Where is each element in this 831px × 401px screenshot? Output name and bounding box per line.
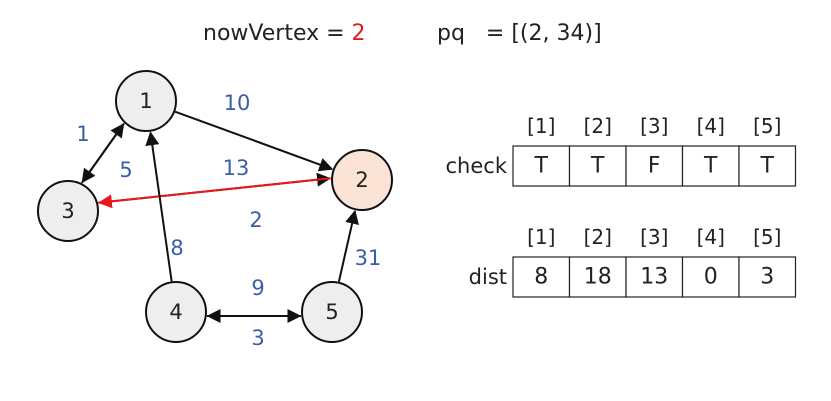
dist-index-label: [4]: [697, 225, 725, 249]
check-cell-value: T: [703, 154, 718, 179]
graph-edge-weights: 10 1 5 13 2 8 31 9 3: [76, 91, 381, 350]
dist-index-label: [1]: [527, 225, 555, 249]
node-circle: [301, 281, 363, 343]
check-cell-value: T: [534, 154, 549, 179]
check-index-label: [5]: [753, 114, 781, 138]
edge-weight-4-to-5: 3: [251, 326, 264, 350]
node-label: 4: [169, 300, 182, 324]
node-circle: [37, 180, 99, 242]
check-cell: [681, 145, 740, 187]
node-circle: [145, 281, 207, 343]
dist-index-label: [2]: [584, 225, 612, 249]
node-1: 1: [115, 70, 177, 132]
dist-cell: [681, 256, 740, 298]
edge-weight-1-to-3: 5: [119, 158, 132, 182]
edge-1-to-3: [81, 122, 125, 184]
dist-cell: [625, 256, 684, 298]
edge-weight-5-to-4: 9: [251, 276, 264, 300]
check-cell: [625, 145, 684, 187]
edge-weight-4-to-1: 8: [170, 236, 183, 260]
check-cell-value: T: [590, 154, 605, 179]
check-cell-value: F: [648, 154, 661, 179]
graph-nodes: 1 2 3 4 5: [37, 70, 393, 343]
edge-weight-3-to-1: 1: [76, 122, 89, 146]
check-index-label: [3]: [640, 114, 668, 138]
dist-cell-value: 3: [760, 265, 774, 290]
graph-edges: [81, 110, 359, 323]
node-2: 2: [331, 149, 393, 211]
check-cell: [512, 145, 571, 187]
now-vertex-value: 2: [352, 21, 366, 46]
node-label: 2: [355, 168, 368, 192]
header-pq: pq = [(2, 34)]: [437, 21, 602, 46]
check-index-label: [2]: [584, 114, 612, 138]
edge-1-to-2: [174, 110, 334, 172]
node-3: 3: [37, 180, 99, 242]
dist-cell-value: 0: [704, 265, 718, 290]
dist-index-label: [3]: [640, 225, 668, 249]
now-vertex-label: nowVertex =: [203, 21, 352, 46]
edge-weight-1-to-2: 10: [224, 91, 251, 115]
dist-cell: [738, 256, 797, 298]
edge-4-to-1: [145, 131, 173, 282]
node-circle: [115, 70, 177, 132]
node-5: 5: [301, 281, 363, 343]
dist-cell: [568, 256, 627, 298]
header-now-vertex: nowVertex = 2: [203, 21, 366, 46]
edge-weight-5-to-2: 31: [355, 246, 382, 270]
check-table: check [1] T [2] T [3] F [4] T [5] T: [446, 114, 797, 187]
edge-weight-3-to-2: 13: [223, 156, 250, 180]
node-label: 1: [139, 89, 152, 113]
dist-index-label: [5]: [753, 225, 781, 249]
dist-cell-value: 8: [534, 265, 548, 290]
node-4: 4: [145, 281, 207, 343]
dist-cell-value: 13: [640, 265, 668, 290]
check-index-label: [1]: [527, 114, 555, 138]
dist-table: dist [1] 8 [2] 18 [3] 13 [4] 0 [5] 3: [469, 225, 797, 298]
check-index-label: [4]: [697, 114, 725, 138]
node-label: 3: [61, 199, 74, 223]
edge-weight-2-to-3: 2: [249, 208, 262, 232]
check-cell: [738, 145, 797, 187]
edge-2-to-3: [97, 177, 331, 209]
check-row-label: check: [446, 154, 508, 178]
node-label: 5: [325, 300, 338, 324]
check-cell-value: T: [760, 154, 775, 179]
dist-row-label: dist: [469, 265, 507, 289]
node-circle: [331, 149, 393, 211]
edge-5-to-2: [337, 209, 359, 282]
dist-cell-value: 18: [584, 265, 612, 290]
